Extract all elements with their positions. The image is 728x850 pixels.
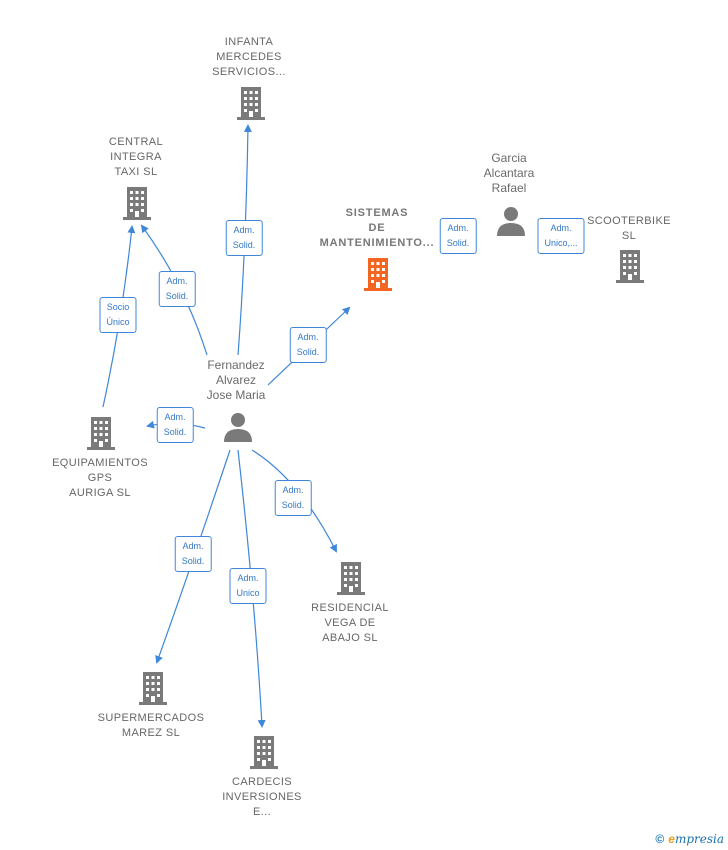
node-equipamientos-label[interactable]: EQUIPAMIENTOS GPS AURIGA SL: [52, 457, 148, 499]
building-icon[interactable]: [137, 670, 169, 706]
node-garcia-label[interactable]: Garcia Alcantara Rafael: [483, 151, 535, 195]
person-icon[interactable]: [223, 411, 253, 443]
node-residencial-label[interactable]: RESIDENCIAL VEGA DE ABAJO SL: [311, 602, 389, 644]
edge-label-residencial[interactable]: Adm.Solid.: [274, 480, 312, 516]
building-icon[interactable]: [235, 85, 267, 121]
edge-label-sistemas[interactable]: Adm.Solid.: [289, 327, 327, 363]
building-icon[interactable]: [121, 185, 153, 221]
building-icon[interactable]: [85, 415, 117, 451]
edge-label-central[interactable]: Adm.Solid.: [158, 271, 196, 307]
edge-label-infanta[interactable]: Adm.Solid.: [225, 220, 263, 256]
node-fernandez-label[interactable]: Fernandez Alvarez Jose Maria: [206, 358, 266, 402]
node-scooterbike-label[interactable]: SCOOTERBIKE SL: [587, 215, 671, 242]
node-supermercados-label[interactable]: SUPERMERCADOS MAREZ SL: [97, 712, 205, 739]
empresia-logo[interactable]: ©empresia: [655, 832, 724, 846]
node-sistemas-label[interactable]: SISTEMAS DE MANTENIMIENTO...: [319, 207, 435, 249]
node-central-label[interactable]: CENTRAL INTEGRA TAXI SL: [108, 136, 164, 178]
building-icon[interactable]: [362, 256, 394, 292]
node-infanta-label[interactable]: INFANTA MERCEDES SERVICIOS...: [212, 36, 286, 78]
node-cardecis-label[interactable]: CARDECIS INVERSIONES E...: [222, 776, 302, 818]
building-icon[interactable]: [248, 734, 280, 770]
edge-label-equipamientos[interactable]: Adm.Solid.: [156, 407, 194, 443]
person-icon[interactable]: [496, 205, 526, 237]
building-icon[interactable]: [335, 560, 367, 596]
edge-label-garcia-sistemas[interactable]: Adm.Solid.: [439, 218, 477, 254]
edge-label-garcia-scooterbike[interactable]: Adm.Unico,...: [537, 218, 585, 254]
edge-label-cardecis[interactable]: Adm.Unico: [229, 568, 267, 604]
building-icon[interactable]: [614, 248, 646, 284]
edge-label-supermercados[interactable]: Adm.Solid.: [174, 536, 212, 572]
